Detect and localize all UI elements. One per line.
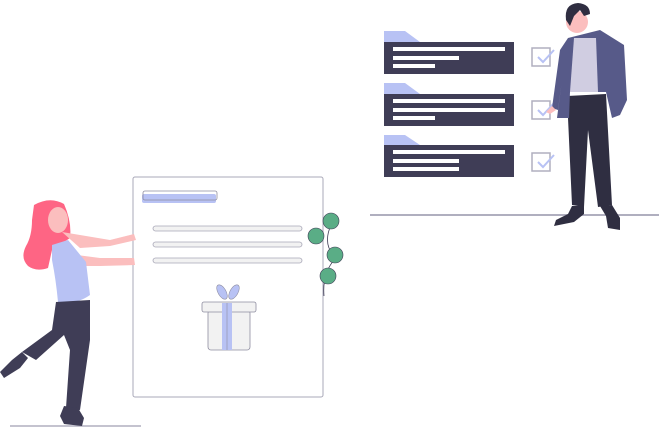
man-figure (546, 3, 627, 230)
folder-3 (384, 135, 514, 177)
plant (307, 212, 344, 297)
checkbox-1[interactable] (531, 47, 555, 67)
document-title-bar (142, 194, 216, 203)
woman-figure (0, 200, 136, 426)
folder-1 (384, 31, 514, 74)
checkbox-3[interactable] (531, 152, 555, 172)
gift-icon (201, 284, 257, 351)
document-card (132, 176, 324, 398)
folder-2 (384, 83, 514, 126)
